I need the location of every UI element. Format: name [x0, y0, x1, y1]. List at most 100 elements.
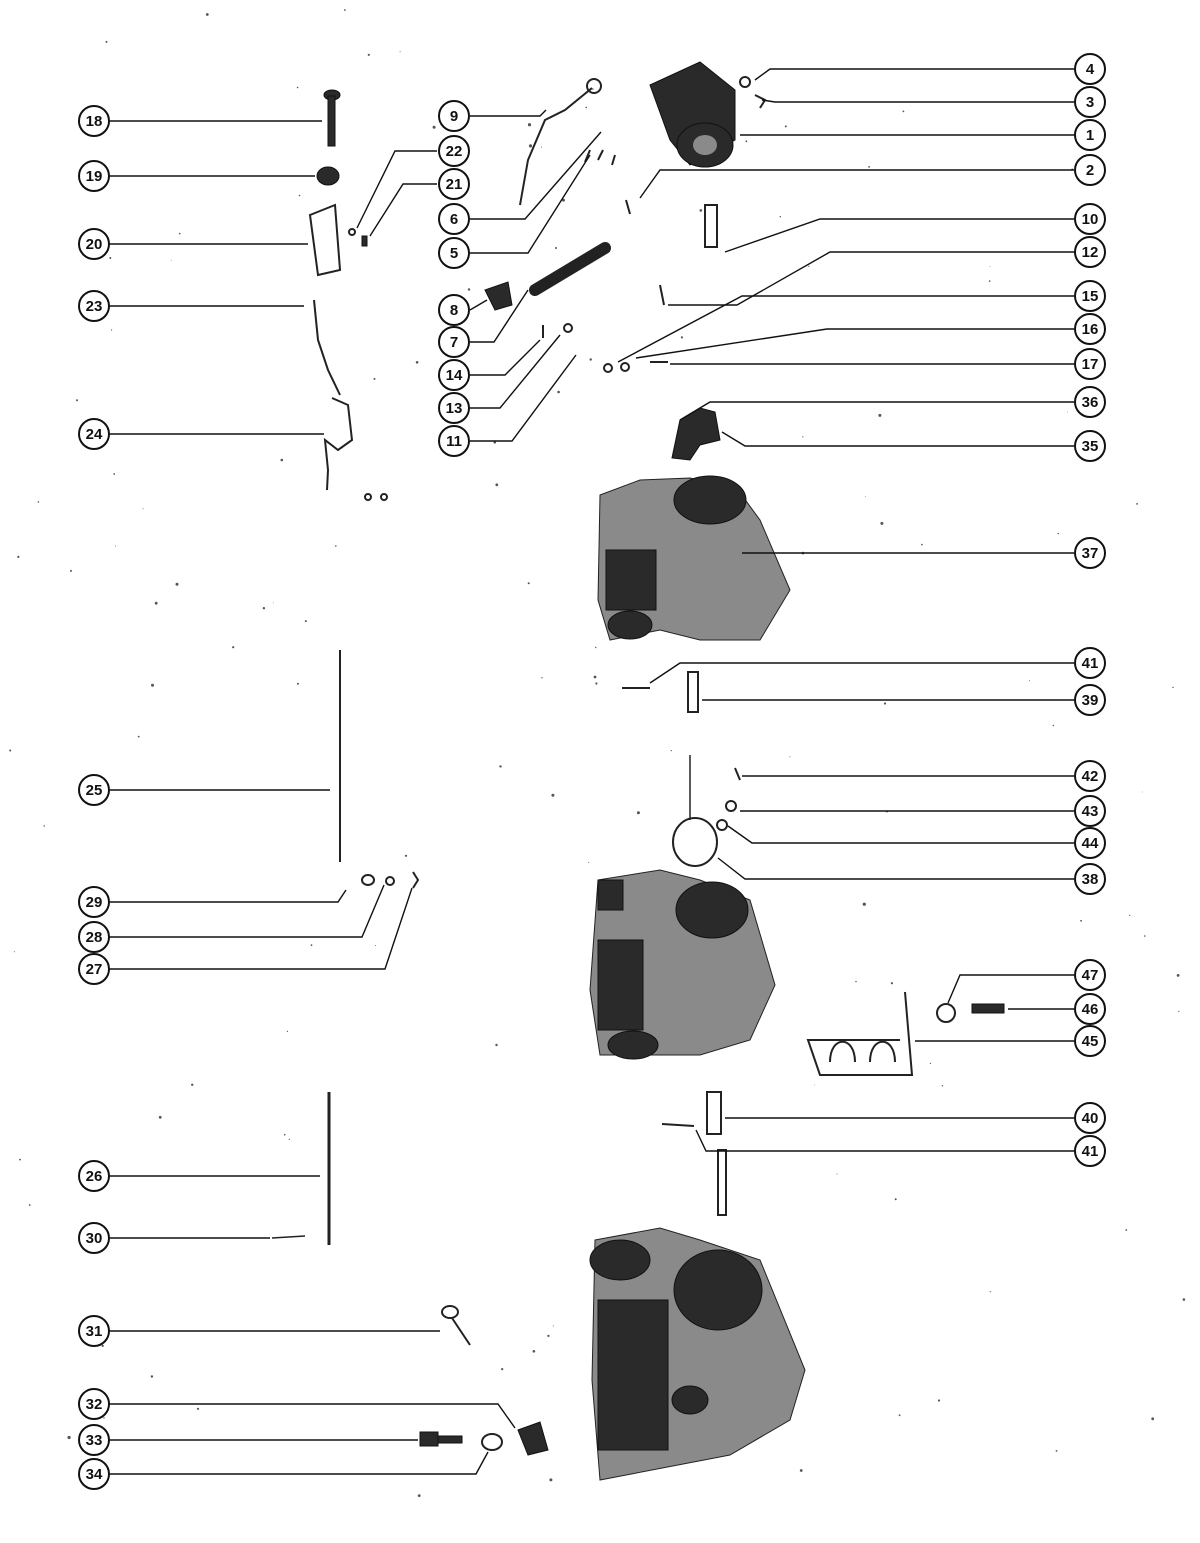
paper-speck — [921, 543, 923, 546]
part-4-washer — [739, 76, 751, 88]
paper-speck — [150, 1375, 154, 1378]
callout-circle — [78, 953, 110, 985]
callout-label: 5 — [450, 245, 458, 262]
paper-speck — [273, 602, 274, 604]
paper-speck — [67, 1435, 71, 1440]
paper-speck — [549, 1478, 553, 1482]
paper-speck — [680, 336, 684, 339]
part-43-washer — [725, 800, 737, 812]
paper-speck — [1067, 411, 1068, 413]
paper-speck — [883, 702, 887, 705]
callout-11: 11 — [438, 425, 470, 457]
part-40-fitting — [706, 1091, 722, 1135]
callout-circle — [1074, 154, 1106, 186]
callout-circle — [1074, 236, 1106, 268]
callout-label: 33 — [86, 1432, 103, 1449]
callout-label: 37 — [1082, 545, 1099, 562]
part-24-lever — [323, 397, 354, 491]
part-30-pin — [271, 1235, 306, 1239]
callout-circle — [1074, 863, 1106, 895]
callout-circle — [1074, 1025, 1106, 1057]
callout-circle — [1074, 86, 1106, 118]
callout-label: 6 — [450, 211, 458, 228]
paper-speck — [1136, 503, 1138, 505]
callout-circle — [78, 228, 110, 260]
callout-label: 44 — [1082, 835, 1099, 852]
part-18-screw — [323, 89, 341, 147]
callout-label: 23 — [86, 298, 103, 315]
callout-label: 42 — [1082, 768, 1099, 785]
part-19-nut — [316, 166, 340, 186]
callout-circle — [1074, 1102, 1106, 1134]
callout-8: 8 — [438, 294, 470, 326]
callout-label: 35 — [1082, 438, 1099, 455]
callout-41a: 41 — [1074, 647, 1106, 679]
callout-label: 47 — [1082, 967, 1099, 984]
paper-speck — [114, 545, 116, 547]
callout-label: 8 — [450, 302, 458, 319]
paper-speck — [557, 390, 560, 394]
paper-speck — [501, 1368, 504, 1371]
paper-speck — [142, 508, 144, 510]
callout-6: 6 — [438, 203, 470, 235]
callout-circle — [78, 774, 110, 806]
callout-circle — [438, 203, 470, 235]
paper-speck — [296, 682, 299, 685]
paper-speck — [1129, 914, 1131, 917]
callout-circle — [438, 168, 470, 200]
callout-5: 5 — [438, 237, 470, 269]
paper-speck — [17, 555, 20, 559]
paper-speck — [137, 735, 140, 738]
callout-label: 25 — [86, 782, 103, 799]
paper-speck — [373, 377, 376, 380]
callout-circle — [1074, 386, 1106, 418]
part-31-link — [441, 1305, 471, 1346]
paper-speck — [495, 1043, 498, 1047]
callout-label: 16 — [1082, 321, 1099, 338]
paper-speck — [865, 495, 866, 497]
paper-speck — [9, 749, 12, 752]
paper-speck — [310, 944, 313, 946]
paper-speck — [105, 40, 108, 43]
part-5-clips — [584, 149, 616, 166]
paper-speck — [70, 569, 72, 572]
callout-14: 14 — [438, 359, 470, 391]
callout-circle — [78, 105, 110, 137]
callout-41b: 41 — [1074, 1135, 1106, 1167]
callout-20: 20 — [78, 228, 110, 260]
paper-speck — [937, 1399, 941, 1402]
part-36-lever — [671, 407, 721, 461]
callout-circle — [1074, 537, 1106, 569]
callout-label: 10 — [1082, 211, 1099, 228]
callout-label: 13 — [446, 400, 463, 417]
part-7-hose — [529, 242, 611, 296]
paper-speck — [988, 280, 991, 282]
callout-label: 24 — [86, 426, 103, 443]
callout-label: 28 — [86, 929, 103, 946]
part-23-link — [313, 299, 341, 396]
callout-circle — [1074, 53, 1106, 85]
callout-label: 46 — [1082, 1001, 1099, 1018]
paper-speck — [1055, 1450, 1058, 1452]
callout-31: 31 — [78, 1315, 110, 1347]
paper-speck — [113, 473, 116, 475]
paper-speck — [593, 675, 597, 679]
callout-group: 1819202324252928272630313233349222165871… — [78, 53, 1106, 1490]
callout-19: 19 — [78, 160, 110, 192]
paper-speck — [813, 1084, 815, 1086]
callout-circle — [78, 1424, 110, 1456]
callout-circle — [1074, 280, 1106, 312]
callout-circle — [78, 1160, 110, 1192]
callout-circle — [438, 100, 470, 132]
paper-speck — [799, 1469, 803, 1472]
paper-speck — [1151, 1417, 1155, 1421]
part-12-spring — [659, 284, 665, 306]
callout-circle — [1074, 827, 1106, 859]
part-42-needle — [734, 767, 741, 781]
callout-circle — [1074, 313, 1106, 345]
callout-24: 24 — [78, 418, 110, 450]
callout-label: 1 — [1086, 127, 1094, 144]
part-27-clip — [412, 871, 420, 889]
paper-speck — [1144, 935, 1146, 937]
paper-speck — [547, 1334, 550, 1337]
